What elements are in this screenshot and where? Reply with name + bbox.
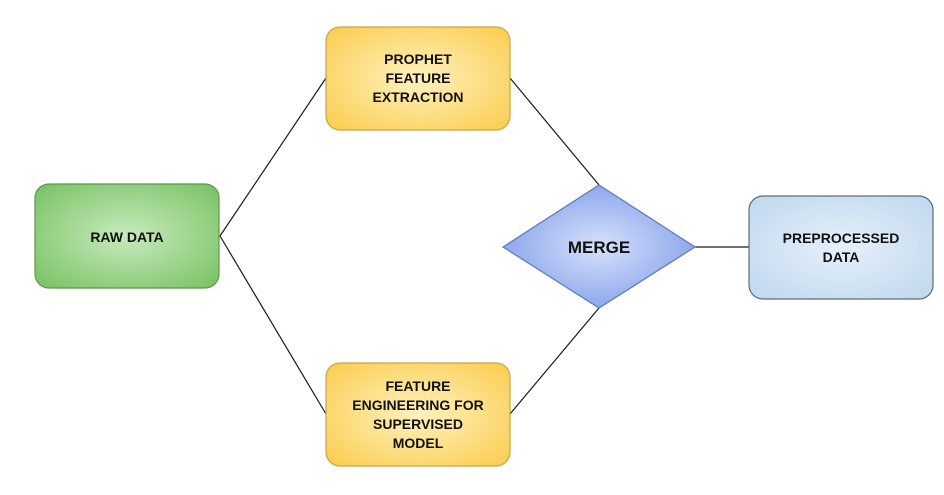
prophet-feature-extraction-label-line: FEATURE	[385, 70, 450, 86]
raw-data-node: RAW DATA	[34, 183, 220, 289]
merge-node: MERGE	[501, 184, 697, 309]
raw-data-label: RAW DATA	[90, 229, 163, 245]
raw-data-label-line: RAW DATA	[90, 229, 163, 245]
feature-engineering-label-line: MODEL	[393, 435, 444, 451]
edge-feature-eng-to-merge	[509, 307, 600, 415]
prophet-feature-extraction-node: PROPHET FEATURE EXTRACTION	[325, 26, 511, 131]
merge-label: MERGE	[568, 238, 630, 257]
merge-label-line: MERGE	[568, 238, 630, 257]
feature-engineering-label-line: FEATURE	[385, 378, 450, 394]
feature-engineering-label-line: SUPERVISED	[373, 416, 463, 432]
edge-raw-to-prophet	[219, 77, 327, 237]
prophet-feature-extraction-label-line: EXTRACTION	[373, 89, 464, 105]
prophet-feature-extraction-label-line: PROPHET	[384, 51, 452, 67]
edge-prophet-to-merge	[509, 77, 600, 186]
connector-lines	[219, 77, 749, 415]
feature-engineering-label: FEATURE ENGINEERING FOR SUPERVISED MODEL	[352, 378, 483, 451]
preprocessed-data-label: PREPROCESSED DATA	[783, 230, 900, 265]
feature-engineering-node: FEATURE ENGINEERING FOR SUPERVISED MODEL	[325, 362, 511, 467]
preprocessed-data-node: PREPROCESSED DATA	[748, 195, 934, 300]
feature-engineering-label-line: ENGINEERING FOR	[352, 397, 483, 413]
prophet-feature-extraction-label: PROPHET FEATURE EXTRACTION	[373, 51, 464, 105]
preprocessed-data-label-line: PREPROCESSED	[783, 230, 900, 246]
edge-raw-to-feature-eng	[219, 235, 327, 415]
preprocessed-data-label-line: DATA	[823, 249, 860, 265]
